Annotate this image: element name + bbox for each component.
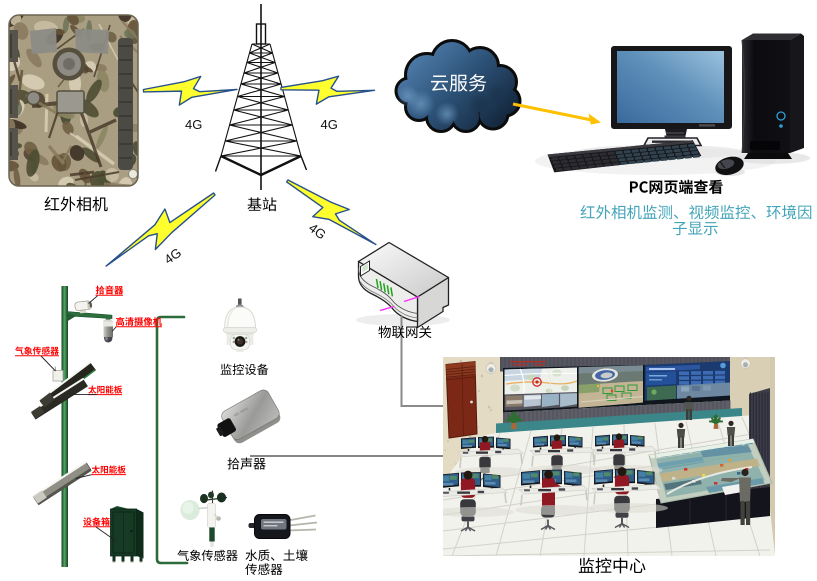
svg-text:4G: 4G (185, 117, 202, 132)
svg-text:MIC-300W: MIC-300W (233, 407, 248, 418)
svg-text:4G: 4G (321, 117, 338, 132)
